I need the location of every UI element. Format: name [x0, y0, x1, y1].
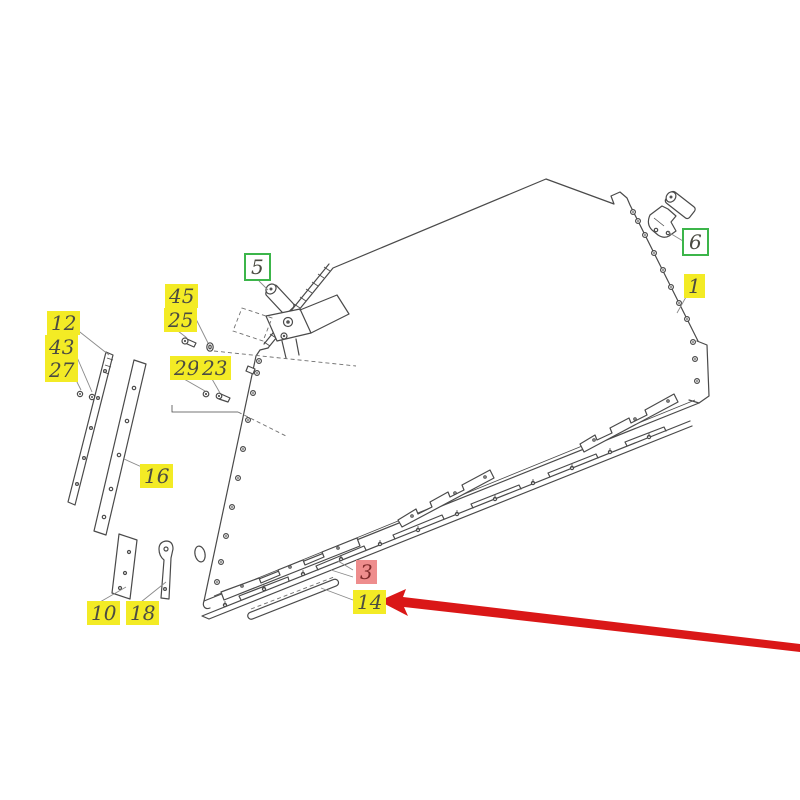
rail-3 — [201, 420, 693, 620]
wear-strip-12 — [67, 351, 114, 506]
part-label-1: 1 — [684, 274, 705, 298]
part-label-14: 14 — [353, 590, 387, 614]
part-label-3: 3 — [356, 560, 377, 584]
bracket-18 — [158, 540, 174, 600]
latch-assembly-5 — [232, 283, 350, 359]
part-label-25: 25 — [164, 308, 198, 332]
part-label-5: 5 — [244, 253, 271, 281]
right-edge-bolts — [629, 209, 700, 385]
fasteners — [76, 337, 357, 437]
part-label-6: 6 — [682, 228, 709, 256]
latch-assembly-6 — [647, 190, 696, 238]
stiffener-plates — [220, 393, 679, 601]
part-label-45: 45 — [165, 284, 199, 308]
part-label-43: 43 — [45, 335, 79, 359]
part-label-18: 18 — [126, 601, 160, 625]
plate-10 — [111, 533, 138, 600]
pin — [245, 365, 256, 375]
panel-outline — [202, 178, 710, 610]
red-arrow — [379, 589, 800, 652]
part-label-23: 23 — [198, 356, 232, 380]
strip-14 — [247, 576, 340, 620]
left-edge-bolts — [194, 358, 263, 585]
washer-25 — [206, 342, 214, 352]
part-label-29: 29 — [170, 356, 204, 380]
part-label-16: 16 — [140, 464, 174, 488]
wear-strip-16 — [93, 359, 147, 536]
right-flange — [688, 340, 710, 404]
part-label-12: 12 — [47, 311, 81, 335]
edge-loop — [194, 545, 206, 563]
part-label-27: 27 — [45, 358, 79, 382]
part-label-10: 10 — [87, 601, 121, 625]
